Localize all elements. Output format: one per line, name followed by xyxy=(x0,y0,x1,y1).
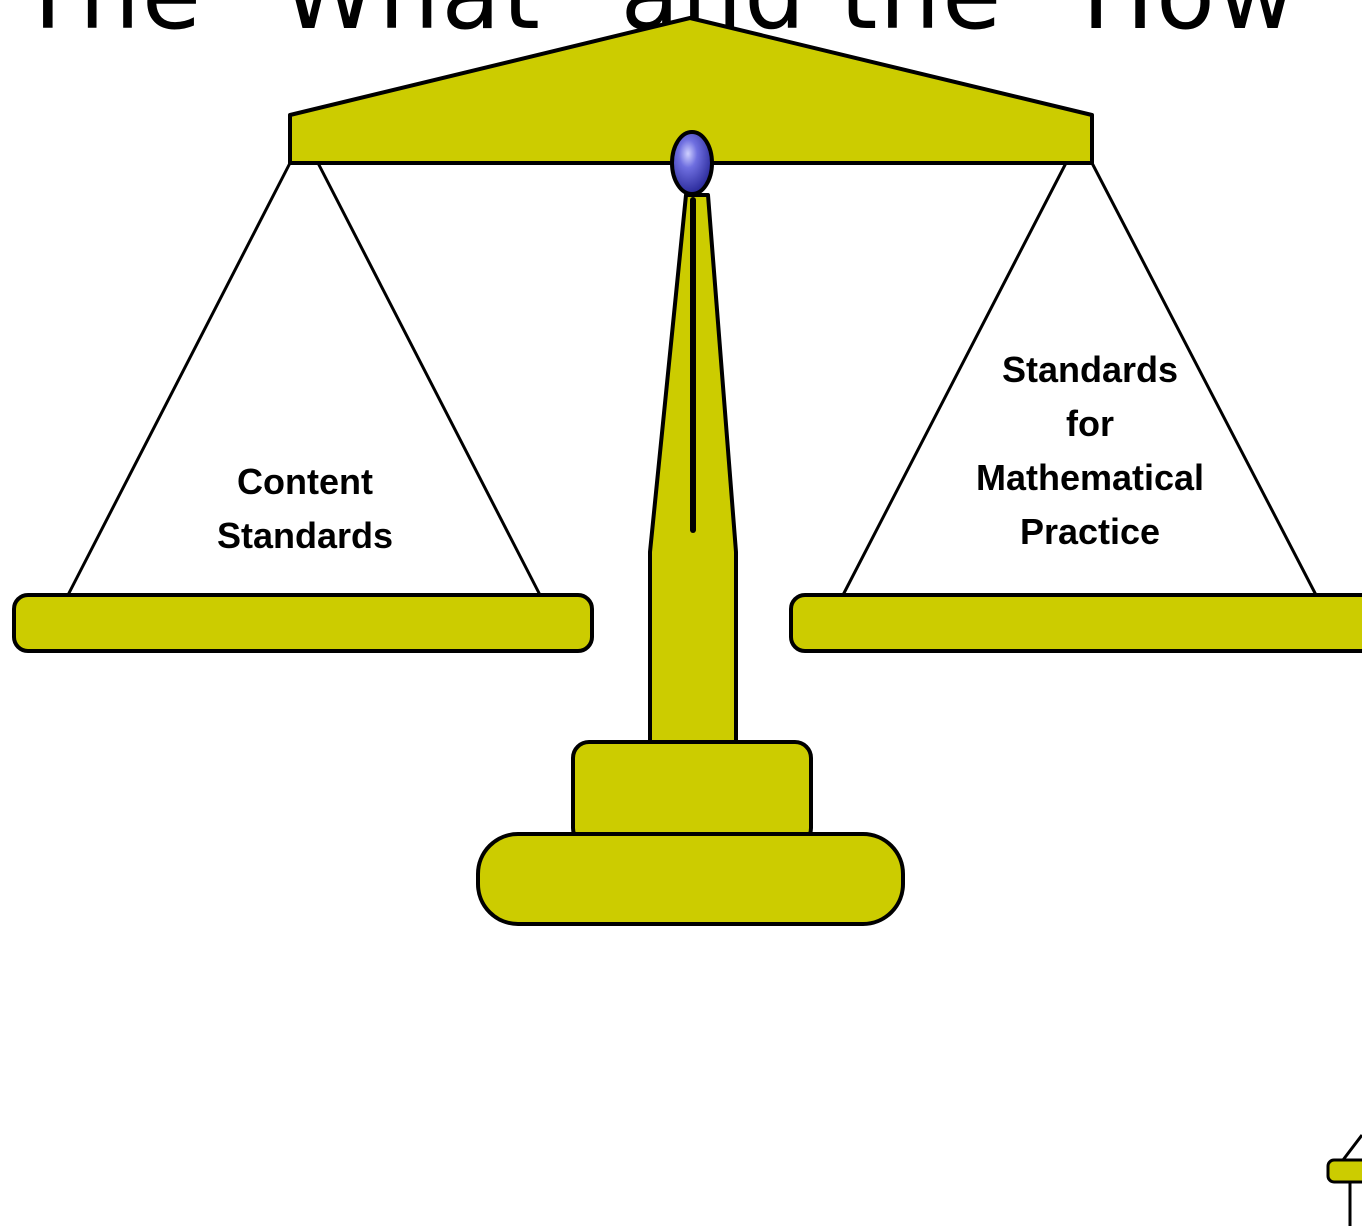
left-pan-plate xyxy=(12,593,594,653)
right-pan-plate xyxy=(789,593,1362,653)
right-pan-strings xyxy=(841,162,1318,596)
right-pan-label: Standards for Mathematical Practice xyxy=(935,343,1245,559)
scale-beam xyxy=(288,16,1094,165)
right-pan-line-4: Practice xyxy=(1019,511,1161,552)
right-pan-line-3: Mathematical xyxy=(975,457,1205,498)
base-lower-block xyxy=(476,832,905,926)
right-pan-line-2: for xyxy=(1066,403,1114,444)
left-pan-line-2: Standards xyxy=(216,515,394,556)
left-pan-strings xyxy=(66,162,542,596)
corner-scale-icon xyxy=(1326,1134,1362,1226)
left-pan-line-1: Content xyxy=(237,461,373,502)
right-pan-line-1: Standards xyxy=(1001,349,1179,390)
left-pan-label: Content Standards xyxy=(175,455,435,563)
pivot-knob xyxy=(670,130,714,196)
base-upper-block xyxy=(571,740,813,846)
